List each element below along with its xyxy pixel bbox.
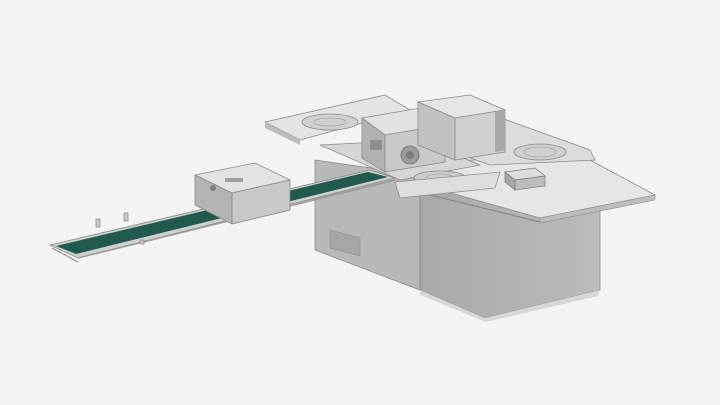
left-top-plate: [263, 94, 412, 145]
sensor-block: [504, 167, 546, 191]
cabinet-notch: [329, 229, 361, 257]
fan-grille: [513, 143, 567, 161]
guide-rail: [429, 194, 541, 223]
belt-clip: [95, 218, 101, 228]
cabinet-base-shadow: [420, 290, 600, 322]
belt-clip: [139, 239, 145, 245]
fan-grille: [301, 113, 359, 131]
rear-control-box: [416, 94, 507, 161]
belt-clip: [123, 212, 129, 222]
conveyor-housing-box: [193, 162, 292, 225]
